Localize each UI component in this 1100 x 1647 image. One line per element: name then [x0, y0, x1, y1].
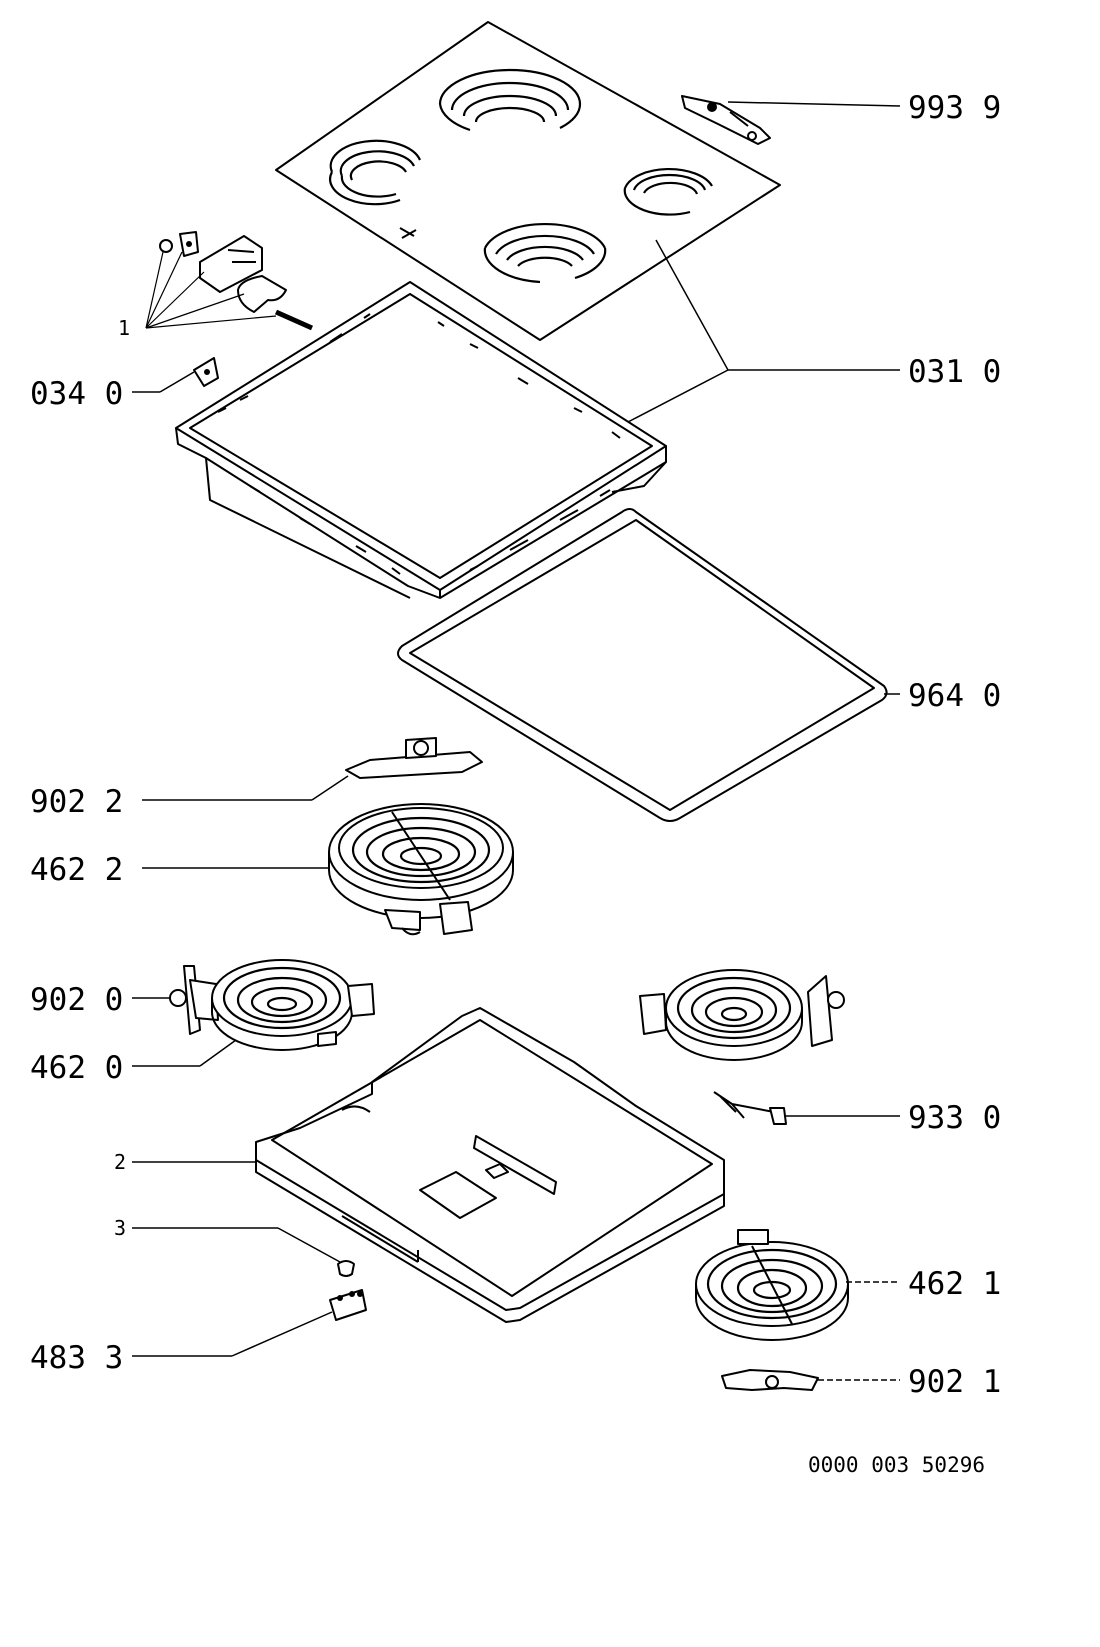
label-9640: 964 0 — [908, 678, 1001, 714]
label-4621: 462 1 — [908, 1266, 1001, 1302]
seal-9640 — [397, 508, 888, 822]
label-4622: 462 2 — [30, 852, 123, 888]
bracket-9022 — [345, 737, 483, 779]
bracket-9021 — [721, 1369, 819, 1391]
label-4833: 483 3 — [30, 1340, 123, 1376]
frame-0310 — [175, 281, 667, 599]
fixing-kit-1 — [145, 231, 314, 331]
terminal-block-4833 — [329, 1289, 367, 1321]
label-1: 1 — [118, 316, 130, 340]
label-9022: 902 2 — [30, 784, 123, 820]
label-9020: 902 0 — [30, 982, 123, 1018]
label-2: 2 — [114, 1150, 126, 1174]
label-0340: 034 0 — [30, 376, 123, 412]
bracket-9939 — [681, 95, 771, 145]
knob-3 — [337, 1260, 355, 1277]
heater-right-middle — [639, 969, 845, 1061]
bracket-9020 — [169, 965, 219, 1035]
label-3: 3 — [114, 1216, 126, 1240]
label-9939: 993 9 — [908, 90, 1001, 126]
heater-4621 — [695, 1229, 849, 1341]
label-4620: 462 0 — [30, 1050, 123, 1086]
bracket-9330 — [713, 1091, 787, 1125]
label-9330: 933 0 — [908, 1100, 1001, 1136]
heater-4622 — [328, 803, 514, 936]
label-9021: 902 1 — [908, 1364, 1001, 1400]
drawing-reference-number: 0000 003 50296 — [808, 1453, 985, 1477]
bottom-tray-2 — [255, 1007, 725, 1323]
heater-4620 — [211, 959, 375, 1051]
leader-lines — [132, 101, 901, 1381]
part-labels: 993 9 031 0 034 0 1 964 0 902 2 462 2 90… — [30, 90, 1001, 1477]
clip-0340 — [193, 357, 219, 387]
label-0310: 031 0 — [908, 354, 1001, 390]
glass-ceramic-top — [275, 21, 781, 341]
